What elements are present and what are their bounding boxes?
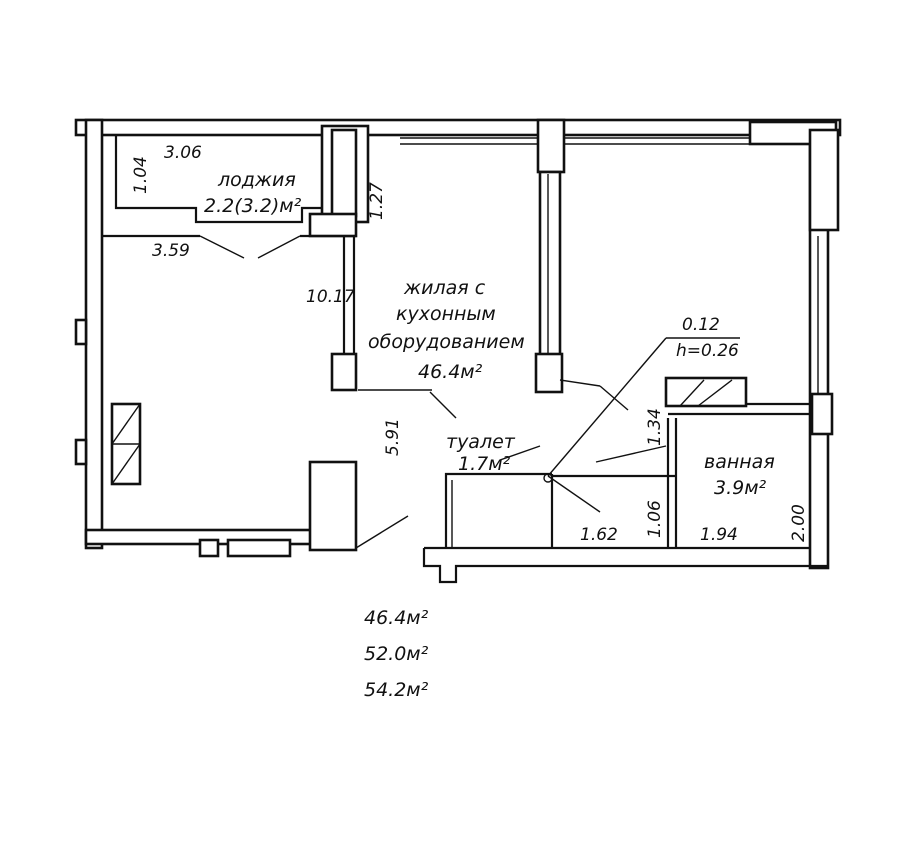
dim-0-12: 0.12 bbox=[682, 315, 720, 335]
loggia-block bbox=[102, 135, 358, 259]
dim-2-00: 2.00 bbox=[789, 504, 809, 542]
loggia-name: лоджия bbox=[217, 169, 296, 191]
bath-area: 3.9м² bbox=[714, 477, 767, 499]
window-columns bbox=[320, 118, 840, 436]
toilet-area: 1.7м² bbox=[458, 453, 511, 475]
living-area: 46.4м² bbox=[418, 361, 483, 383]
dim-3-06: 3.06 bbox=[164, 143, 202, 163]
dim-1-94: 1.94 bbox=[700, 525, 738, 545]
dim-1-62: 1.62 bbox=[580, 525, 618, 545]
dim-5-91: 5.91 bbox=[383, 418, 403, 456]
dim-3-59: 3.59 bbox=[152, 241, 190, 261]
loggia-area: 2.2(3.2)м² bbox=[204, 195, 302, 217]
total-area-3: 54.2м² bbox=[364, 679, 429, 701]
dim-1-27: 1.27 bbox=[367, 182, 387, 220]
toilet-name: туалет bbox=[446, 431, 516, 453]
dim-h-0-26: h=0.26 bbox=[676, 341, 739, 361]
living-name-line3: оборудованием bbox=[368, 331, 525, 353]
total-area-2: 52.0м² bbox=[364, 643, 429, 665]
dim-1-06: 1.06 bbox=[645, 500, 665, 538]
dim-10-17: 10.17 bbox=[306, 287, 355, 307]
dim-1-04: 1.04 bbox=[131, 156, 151, 194]
living-name-line1: жилая с bbox=[403, 277, 486, 299]
total-area-1: 46.4м² bbox=[364, 607, 429, 629]
bath-name: ванная bbox=[704, 451, 775, 473]
living-name-line2: кухонным bbox=[396, 303, 496, 325]
dim-1-34: 1.34 bbox=[645, 408, 665, 446]
wet-rooms bbox=[444, 337, 810, 548]
interior-partitions bbox=[74, 170, 564, 558]
